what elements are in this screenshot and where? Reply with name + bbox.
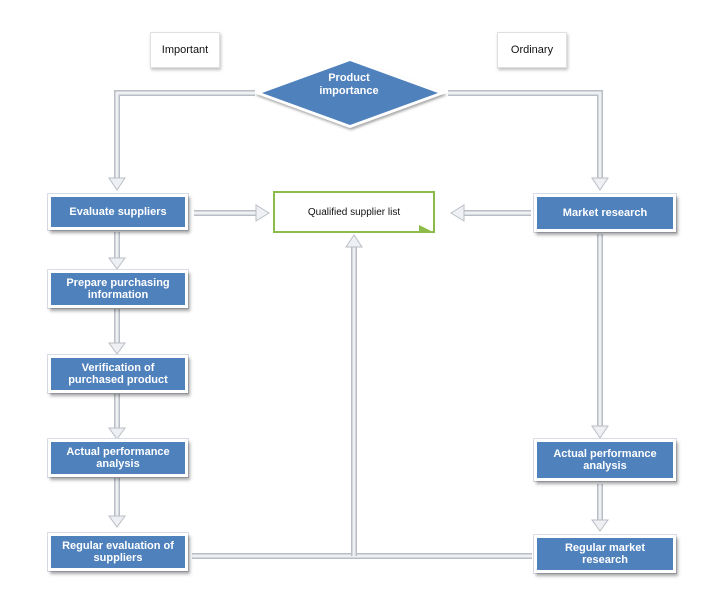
arrow-left-to-list — [450, 204, 465, 222]
box-verification-of-purchased-product: Verification of purchased product — [48, 355, 188, 393]
decision-diamond — [254, 58, 446, 128]
box-market-research-label: Market research — [562, 207, 648, 219]
note-ordinary-label: Ordinary — [510, 44, 554, 56]
decision-label: Product importance — [290, 72, 408, 98]
arrow-down-2 — [108, 342, 126, 355]
box-market-research: Market research — [534, 194, 676, 232]
box-evaluate-suppliers: Evaluate suppliers — [48, 194, 188, 230]
arrow-down-4 — [108, 515, 126, 528]
arrow-right-to-list — [255, 204, 270, 222]
connectors — [114, 90, 603, 559]
note-important: Important — [150, 32, 220, 68]
box-actual-performance-analysis-right: Actual performance analysis — [534, 439, 676, 481]
arrow-down-1 — [108, 257, 126, 270]
arrowheads — [108, 177, 609, 532]
box-regular-evaluation-label: Regular evaluation of suppliers — [62, 540, 174, 564]
qualified-supplier-list-label: Qualified supplier list — [307, 206, 401, 218]
box-prepare-purchasing-information-label: Prepare purchasing information — [66, 277, 170, 301]
box-regular-market-research-label: Regular market research — [564, 542, 646, 566]
qualified-supplier-list: Qualified supplier list — [273, 191, 435, 233]
box-evaluate-suppliers-label: Evaluate suppliers — [69, 206, 167, 218]
arrow-down-right-2 — [591, 519, 609, 532]
note-important-label: Important — [161, 44, 209, 56]
note-ordinary: Ordinary — [497, 32, 567, 68]
box-actual-performance-right-label: Actual performance analysis — [553, 448, 657, 472]
arrow-down-right-top — [591, 177, 609, 191]
box-regular-market-research: Regular market research — [534, 535, 676, 573]
box-actual-performance-analysis-left: Actual performance analysis — [48, 439, 188, 477]
arrow-down-3 — [108, 427, 126, 440]
arrow-down-left-top — [108, 177, 126, 191]
arrow-down-right-1 — [591, 425, 609, 439]
box-verification-label: Verification of purchased product — [68, 362, 168, 386]
box-regular-evaluation-of-suppliers: Regular evaluation of suppliers — [48, 533, 188, 571]
arrow-up-to-list — [345, 234, 363, 248]
decision-label-line2: importance — [319, 85, 379, 97]
page-fold-icon — [419, 225, 435, 233]
box-actual-performance-left-label: Actual performance analysis — [66, 446, 170, 470]
decision-label-line1: Product — [328, 72, 370, 84]
box-prepare-purchasing-information: Prepare purchasing information — [48, 270, 188, 308]
